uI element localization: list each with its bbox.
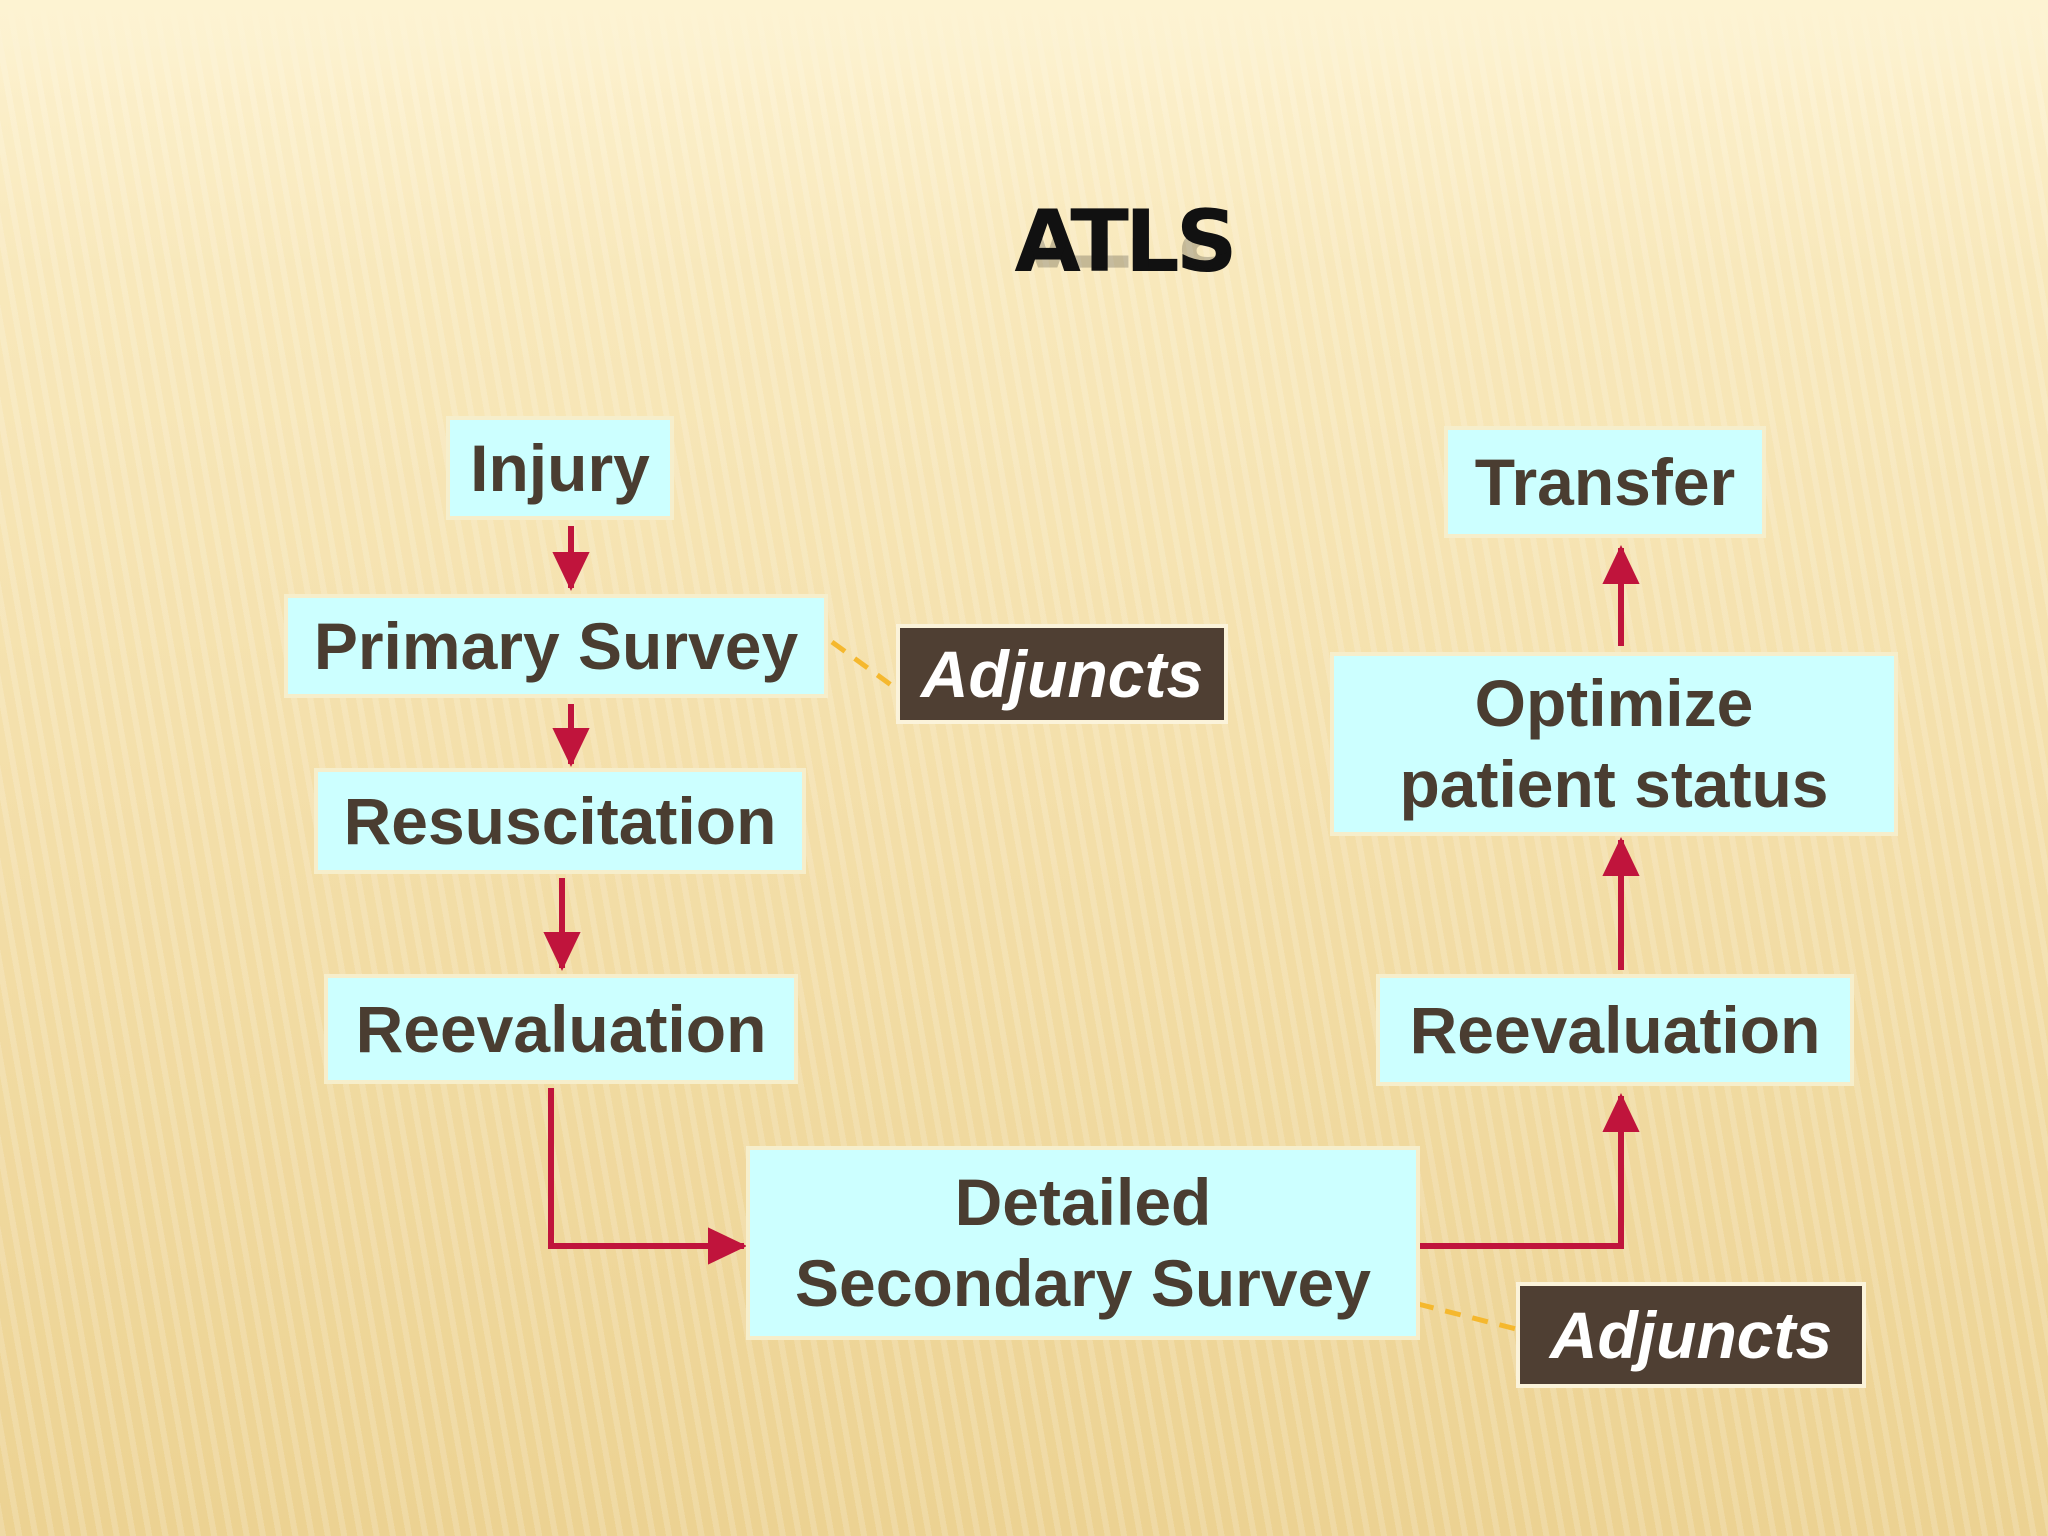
node-reevaluation-right: Reevaluation [1376, 974, 1854, 1086]
node-optimize-patient-status: Optimize patient status [1330, 652, 1898, 836]
slide-title: ATLS [1014, 192, 1237, 292]
node-detailed-secondary-survey: Detailed Secondary Survey [746, 1146, 1420, 1340]
background-top-band [0, 0, 2048, 90]
adjuncts-secondary: Adjuncts [1516, 1282, 1866, 1388]
arrow-secondary-to-reevaluation [1418, 1093, 1640, 1249]
node-secondary-line1: Detailed [954, 1165, 1212, 1240]
node-transfer-label: Transfer [1474, 444, 1736, 519]
node-secondary-line2: Secondary Survey [795, 1246, 1371, 1320]
node-reevaluation-left: Reevaluation [324, 974, 798, 1084]
arrow-reevaluation-to-secondary [548, 1088, 747, 1265]
node-transfer: Transfer [1444, 426, 1766, 538]
node-reevaluation-left-label: Reevaluation [355, 991, 767, 1066]
dashed-link-secondary-adjuncts [1417, 1301, 1521, 1333]
node-primary-survey-label: Primary Survey [313, 608, 799, 683]
node-optimize-line1: Optimize [1474, 666, 1754, 741]
adjuncts-primary-label: Adjuncts [920, 637, 1204, 711]
node-resuscitation-label: Resuscitation [343, 783, 777, 858]
node-injury-label: Injury [470, 430, 650, 505]
adjuncts-secondary-label: Adjuncts [1549, 1298, 1833, 1372]
node-injury: Injury [446, 416, 674, 520]
node-primary-survey: Primary Survey [284, 594, 828, 698]
adjuncts-primary: Adjuncts [896, 624, 1228, 724]
node-resuscitation: Resuscitation [314, 768, 806, 874]
node-optimize-line2: patient status [1399, 747, 1829, 821]
node-reevaluation-right-label: Reevaluation [1409, 992, 1821, 1067]
dashed-link-primary-adjuncts [830, 639, 900, 693]
